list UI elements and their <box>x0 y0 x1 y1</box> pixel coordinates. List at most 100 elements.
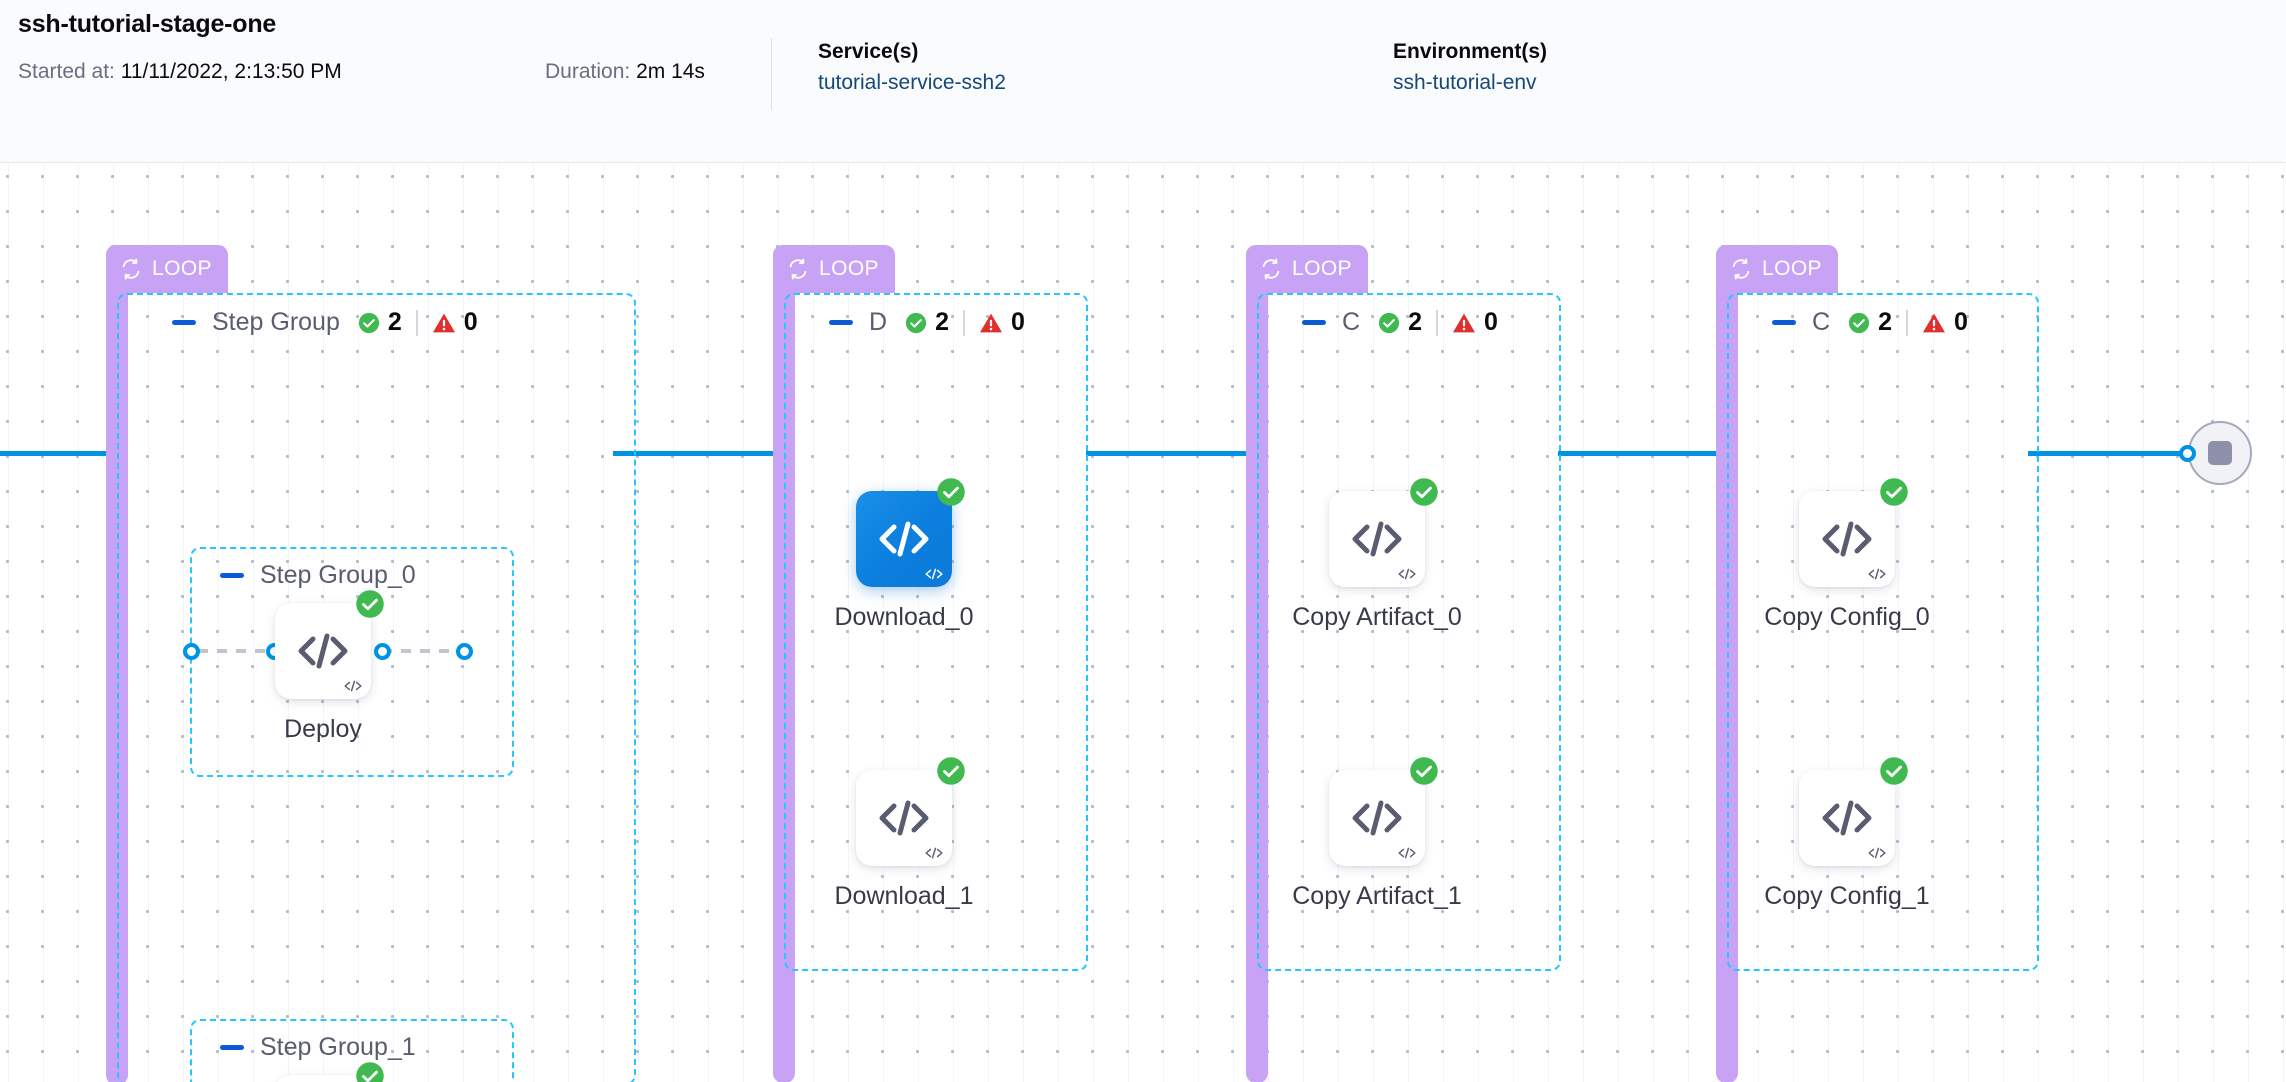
subgroup-step-group-0[interactable] <box>190 547 514 777</box>
loop-group-step-group[interactable]: LOOP Step Group 2 0 <box>106 245 636 1082</box>
step-label: Download_1 <box>834 882 974 910</box>
error-count-value: 0 <box>1010 308 1025 336</box>
step-node-copy-artifact-0[interactable]: Copy Artifact_0 <box>1292 478 1462 631</box>
success-count-value: 2 <box>1408 308 1422 336</box>
group-boundary <box>1727 293 2039 971</box>
loop-group-copy-config[interactable]: LOOP C 2 0 <box>1716 245 2039 1082</box>
error-count: 0 <box>1922 308 1968 337</box>
started-at-label: Started at: <box>18 60 115 83</box>
collapse-toggle-icon[interactable] <box>220 573 244 578</box>
status-success-icon <box>1880 757 1908 785</box>
group-header-download[interactable]: D 2 0 <box>829 308 1025 337</box>
code-shell-script-icon <box>298 633 348 669</box>
loop-refresh-icon <box>1732 258 1750 280</box>
port-dot-inner-right[interactable] <box>374 643 391 660</box>
subgroup-step-group-1[interactable] <box>190 1019 514 1082</box>
loop-badge[interactable]: LOOP <box>106 245 228 293</box>
code-corner-icon <box>1398 568 1416 580</box>
step-node-download-0[interactable]: Download_0 <box>835 478 974 631</box>
success-count: 2 <box>358 308 402 337</box>
step-tile[interactable] <box>856 757 965 866</box>
group-header-copy-artifact[interactable]: C 2 0 <box>1302 308 1498 337</box>
services-value[interactable]: tutorial-service-ssh2 <box>818 71 1006 94</box>
pipeline-end-node[interactable] <box>2188 421 2252 485</box>
status-success-icon <box>1410 478 1438 506</box>
connector-spine-start <box>0 451 106 456</box>
collapse-toggle-icon[interactable] <box>220 1045 244 1050</box>
status-success-icon <box>1880 478 1908 506</box>
count-divider <box>415 309 418 336</box>
check-circle-icon <box>905 312 927 333</box>
loop-badge[interactable]: LOOP <box>773 245 895 293</box>
group-boundary <box>117 293 636 1082</box>
header-divider <box>771 38 772 110</box>
success-count: 2 <box>905 308 949 337</box>
environments-label: Environment(s) <box>1393 40 1548 63</box>
collapse-toggle-icon[interactable] <box>1302 320 1326 325</box>
success-count-value: 2 <box>935 308 949 336</box>
environments-column: Environment(s) ssh-tutorial-env <box>1393 40 1547 95</box>
code-shell-script-icon <box>879 521 929 557</box>
count-divider <box>1435 309 1438 336</box>
page-title: ssh-tutorial-stage-one <box>18 10 277 38</box>
collapse-toggle-icon[interactable] <box>829 320 853 325</box>
port-dot-outer-left[interactable] <box>183 643 200 660</box>
status-success-icon <box>937 757 965 785</box>
started-at: Started at: 11/11/2022, 2:13:50 PM <box>18 60 342 84</box>
code-corner-icon <box>925 568 943 580</box>
step-label: Copy Artifact_0 <box>1292 603 1462 631</box>
count-divider <box>962 309 965 336</box>
pipeline-graph-canvas[interactable]: LOOP Step Group 2 0 <box>0 163 2286 1082</box>
code-shell-script-icon <box>1822 800 1872 836</box>
end-node-port-dot[interactable] <box>2179 445 2196 462</box>
step-node-download-1[interactable]: Download_1 <box>835 757 974 910</box>
code-shell-script-icon <box>1822 521 1872 557</box>
step-tile[interactable] <box>1329 478 1438 587</box>
step-tile[interactable] <box>275 590 384 699</box>
step-node-partial[interactable] <box>275 1062 384 1082</box>
step-label: Copy Config_1 <box>1764 882 1930 910</box>
step-tile[interactable] <box>1799 757 1908 866</box>
group-header-copy-config[interactable]: C 2 0 <box>1772 308 1968 337</box>
status-success-icon <box>356 1062 384 1082</box>
error-count: 0 <box>979 308 1025 337</box>
step-node-copy-config-0[interactable]: Copy Config_0 <box>1764 478 1930 631</box>
error-count: 0 <box>1452 308 1498 337</box>
group-name: D <box>869 308 888 336</box>
status-success-icon <box>356 590 384 618</box>
port-dot-outer-right[interactable] <box>456 643 473 660</box>
stop-square-icon <box>2208 441 2232 465</box>
subgroup-header-step-group-1[interactable]: Step Group_1 <box>220 1033 434 1062</box>
loop-group-download[interactable]: LOOP D 2 0 <box>773 245 1088 1082</box>
code-shell-script-icon <box>1352 800 1402 836</box>
code-corner-icon <box>1868 847 1886 859</box>
subgroup-header-step-group-0[interactable]: Step Group_0 <box>220 561 434 590</box>
step-tile[interactable] <box>1799 478 1908 587</box>
loop-group-copy-artifact[interactable]: LOOP C 2 0 <box>1246 245 1561 1082</box>
loop-refresh-icon <box>1262 258 1280 280</box>
environments-value[interactable]: ssh-tutorial-env <box>1393 71 1537 94</box>
step-node-deploy[interactable]: Deploy <box>275 590 384 743</box>
group-header-step-group[interactable]: Step Group 2 0 <box>172 308 478 337</box>
success-count-value: 2 <box>387 308 402 336</box>
code-corner-icon <box>1398 847 1416 859</box>
step-tile[interactable] <box>1329 757 1438 866</box>
step-label: Download_0 <box>834 603 974 631</box>
loop-refresh-icon <box>122 258 140 280</box>
loop-badge[interactable]: LOOP <box>1716 245 1838 293</box>
connector-spine-3 <box>1558 451 1716 456</box>
step-tile[interactable] <box>275 1062 384 1082</box>
loop-badge-label: LOOP <box>152 257 212 280</box>
step-tile[interactable] <box>856 478 965 587</box>
connector-spine-2 <box>1086 451 1246 456</box>
services-label: Service(s) <box>818 40 919 63</box>
count-divider <box>1905 309 1908 336</box>
step-label: Copy Config_0 <box>1764 603 1930 631</box>
step-node-copy-config-1[interactable]: Copy Config_1 <box>1764 757 1930 910</box>
subgroup-dashed-link-left <box>198 649 274 653</box>
connector-spine-end <box>2028 451 2198 456</box>
collapse-toggle-icon[interactable] <box>1772 320 1796 325</box>
step-node-copy-artifact-1[interactable]: Copy Artifact_1 <box>1292 757 1462 910</box>
loop-badge[interactable]: LOOP <box>1246 245 1368 293</box>
collapse-toggle-icon[interactable] <box>172 320 196 325</box>
